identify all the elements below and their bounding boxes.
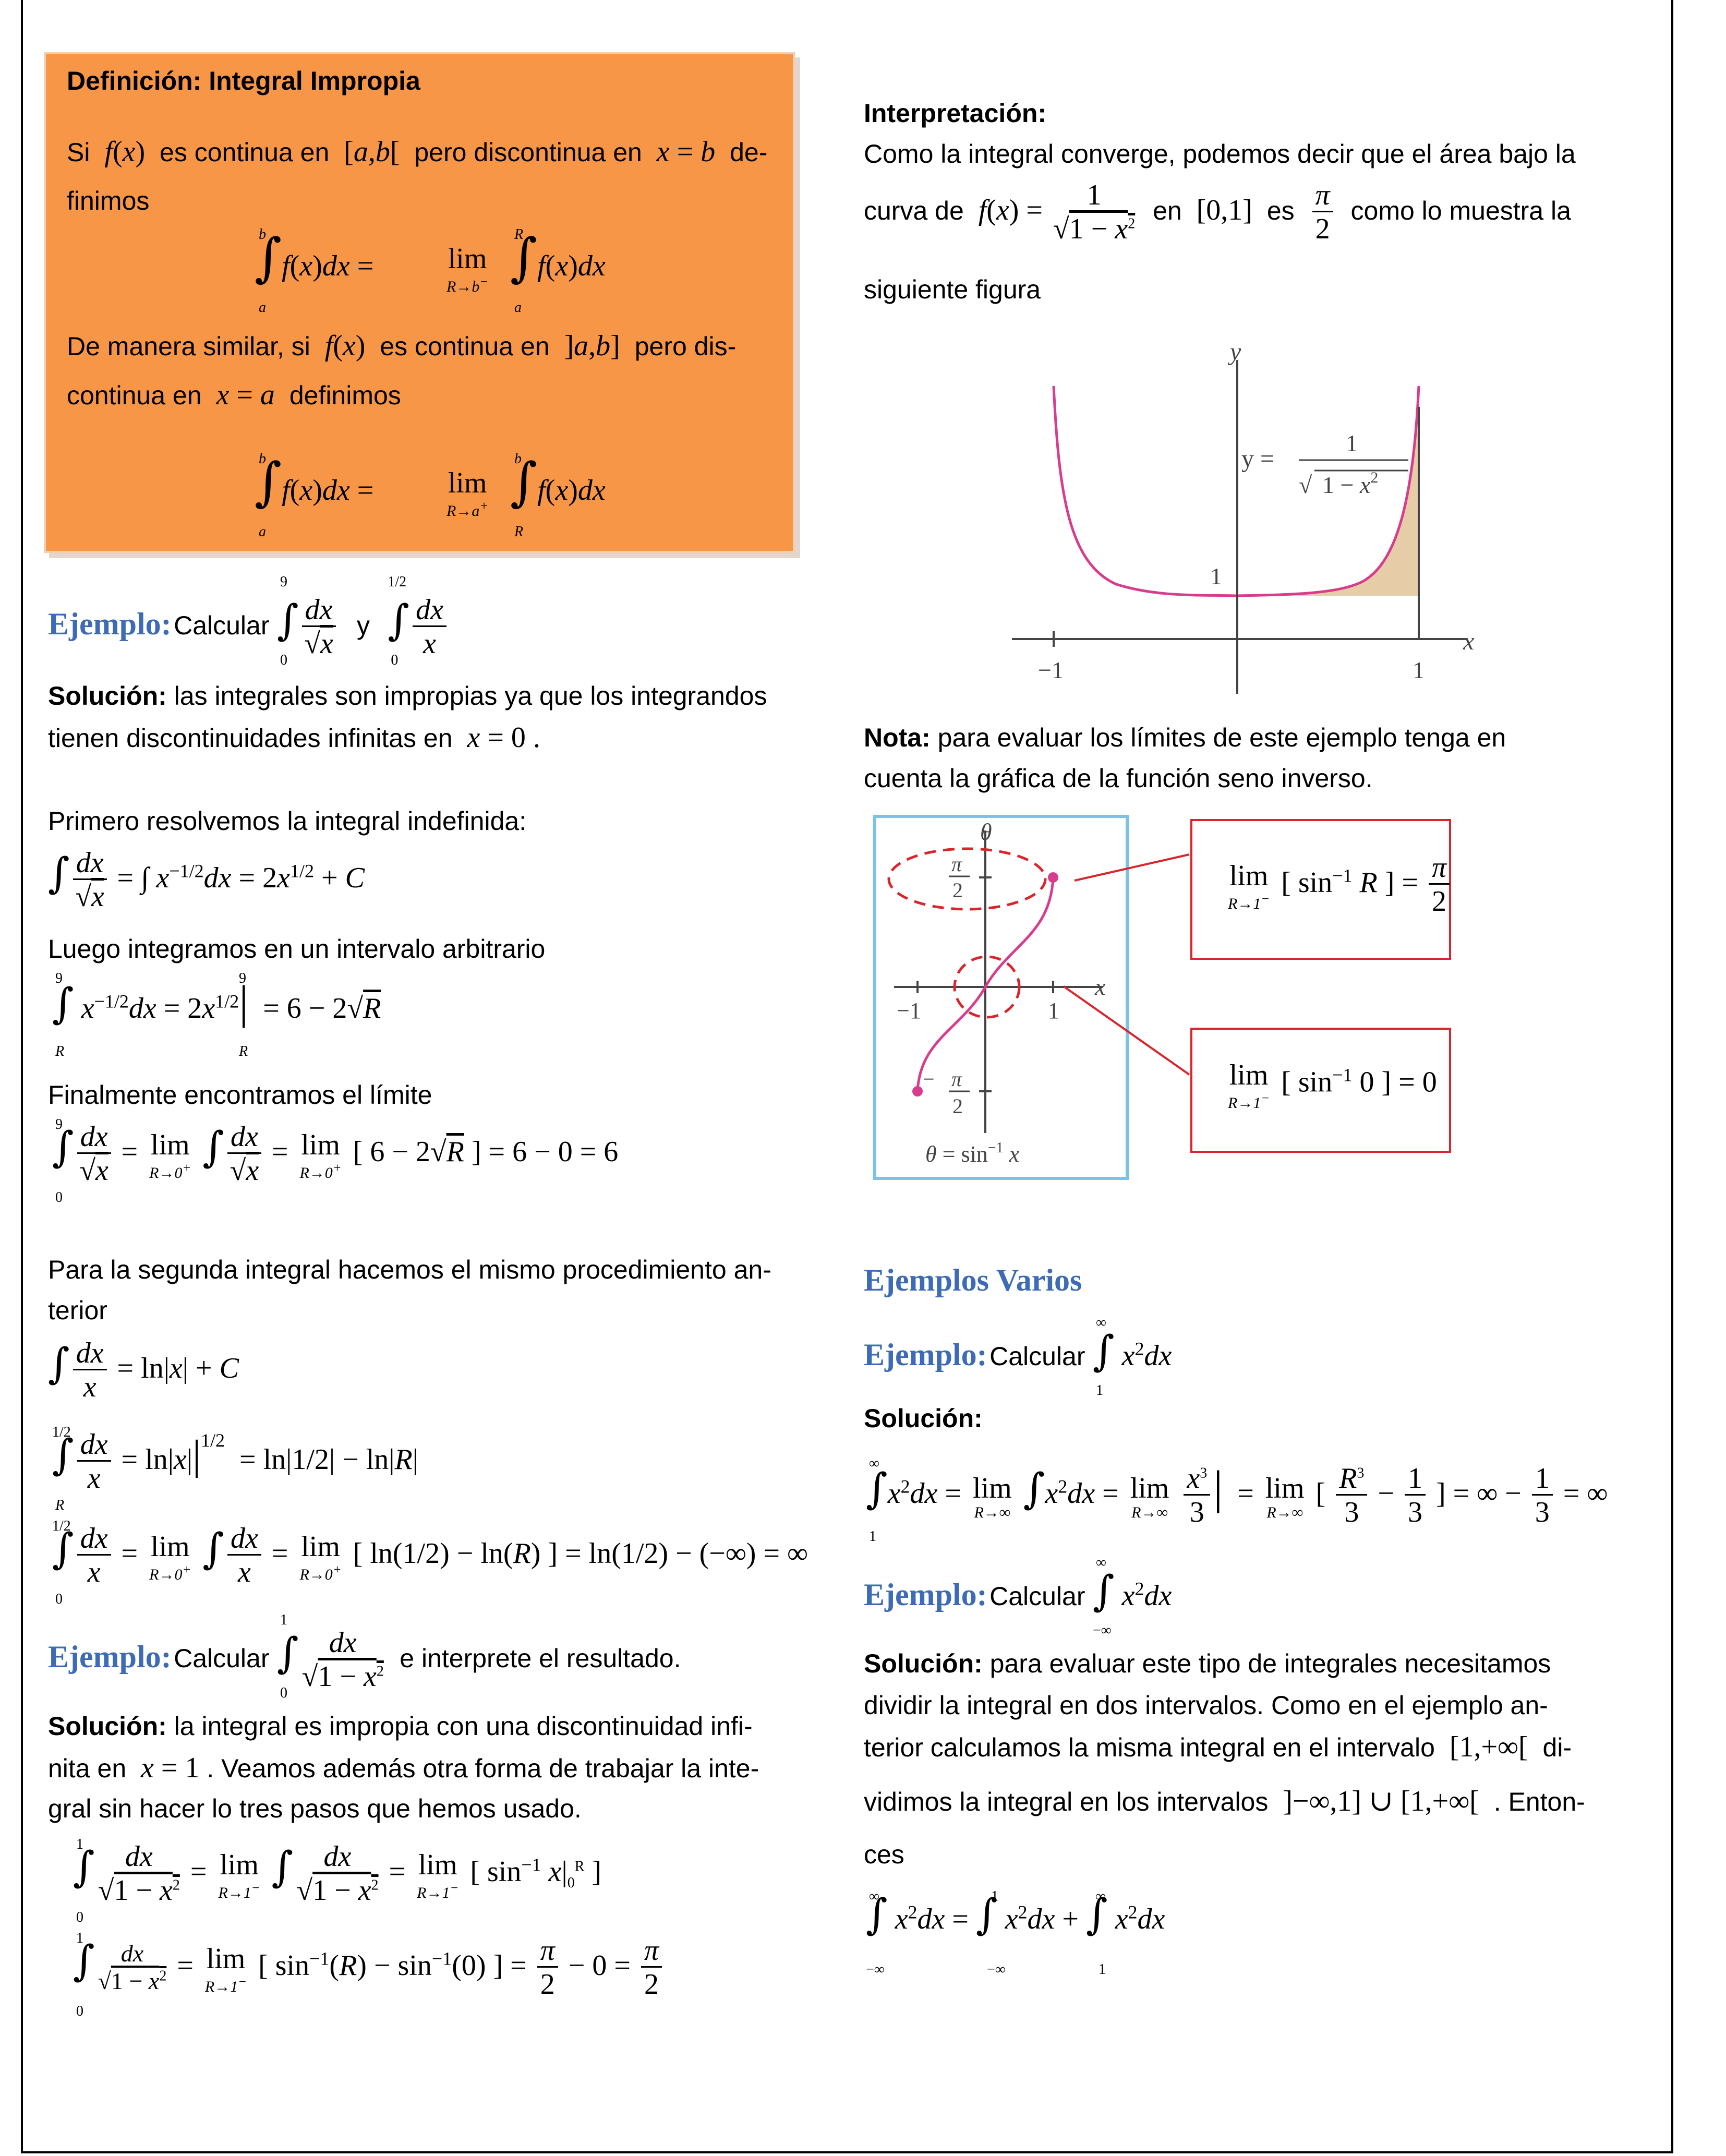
arcsin-x-label: x (1094, 973, 1106, 1000)
example-2-heading: Ejemplo: Calcular 1 ∫dx√1 − x2 0 e inter… (48, 1612, 681, 1701)
graph-tick-pos1: 1 (1413, 657, 1425, 683)
svg-text:π: π (951, 1067, 962, 1091)
graph-tick-neg1: −1 (1038, 657, 1064, 683)
note-line-1: Nota: para evaluar los límites de este e… (864, 723, 1506, 752)
example-1-step-1: Primero resolvemos la integral indefinid… (48, 806, 527, 836)
svg-text:2: 2 (952, 878, 963, 902)
page-frame (21, 0, 1673, 2153)
definition-box: Definición: Integral Impropia Si f(x) es… (44, 52, 795, 553)
definition-formula-2-right: b ∫f(x)dx R (510, 451, 606, 540)
interpretation-title: Interpretación: (864, 99, 1047, 128)
example-4-heading: Ejemplo: Calcular ∞ ∫ x2dx −∞ (864, 1555, 1172, 1639)
interpretation-line-1: Como la integral converge, podemos decir… (864, 139, 1576, 168)
definition-line-3: De manera similar, si f(x) es continua e… (67, 330, 737, 362)
svg-text:π: π (951, 852, 962, 876)
example-1-formula-arbitrary: 9 ∫ x−1/2dx = 2x1/2| = 6 − 2√R R 9 R (52, 970, 381, 1059)
graph-tick-1: 1 (1210, 563, 1222, 589)
graph-y-label: y (1227, 339, 1241, 366)
definition-title: Definición: Integral Impropia (67, 66, 420, 95)
arcsin-caption: θ = sin−1 x (925, 1140, 1020, 1167)
definition-formula-left: b ∫f(x)dx = a (255, 226, 374, 316)
definition-line-2: finimos (67, 186, 150, 215)
definition-line-4: continua en x = a definimos (67, 379, 401, 411)
graph-eq-label: y = (1241, 445, 1274, 473)
example-4-formula: ∞ ∫ x2dx = ∫ x2dx + ∫ x2dx −∞ 1 −∞ ∞ 1 (866, 1888, 1165, 1978)
interpretation-line-3: siguiente figura (864, 275, 1041, 304)
note-line-2: cuenta la gráfica de la función seno inv… (864, 764, 1373, 793)
arcsin-theta-label: θ (980, 818, 992, 845)
arcsin-highlight-top (887, 847, 1047, 911)
connector-lines (1064, 853, 1190, 1076)
example-3-heading: Ejemplo: Calcular ∞ ∫ x2dx 1 (864, 1315, 1172, 1399)
example-4-solution-3: terior calculamos la misma integral en e… (864, 1731, 1572, 1763)
example-1-formula-indefinite: ∫dx√x = ∫ x−1/2dx = 2x1/2 + C (48, 847, 365, 913)
arcsin-curve (916, 877, 1055, 1092)
svg-text:√: √ (1299, 472, 1312, 498)
example-3-solution-label: Solución: (864, 1404, 983, 1433)
svg-text:1 − x2: 1 − x2 (1322, 469, 1378, 498)
example-1-step-3: Finalmente encontramos el límite (48, 1080, 432, 1110)
example-1-solution-2: tienen discontinuidades infinitas en x =… (48, 721, 540, 754)
example-1-second-2: terior (48, 1296, 107, 1325)
graph-arcsin: θ x −1 1 π 2 − π 2 θ = sin−1 x (873, 815, 1129, 1180)
graph-reciprocal-sqrt: y x 1 −1 1 y = 1 √ 1 − x2 (1012, 339, 1474, 694)
example-4-solution-4: vidimos la integral en los intervalos ]−… (864, 1785, 1585, 1817)
definition-line-1: Si f(x) es continua en [a,b[ pero discon… (67, 136, 768, 168)
definition-formula-2-left: b ∫f(x)dx = a (255, 451, 374, 540)
example-4-solution-5: ces (864, 1840, 904, 1869)
svg-text:2: 2 (952, 1094, 963, 1118)
example-2-solution-1: Solución: la integral es impropia con un… (48, 1712, 753, 1741)
graph-x-label: x (1463, 628, 1474, 655)
example-1-step-2: Luego integramos en un intervalo arbitra… (48, 934, 546, 963)
various-title: Ejemplos Varios (864, 1263, 1082, 1297)
graph-shaded-area (1237, 407, 1419, 596)
arcsin-endpoint-high (1048, 872, 1058, 883)
example-4-solution-2: dividir la integral en dos intervalos. C… (864, 1691, 1548, 1720)
svg-text:1: 1 (1346, 430, 1358, 456)
example-2-solution-3: gral sin hacer lo tres pasos que hemos u… (48, 1794, 582, 1823)
svg-text:−: − (923, 1067, 935, 1091)
example-1-solution-1: Solución: las integrales son impropias y… (48, 681, 767, 710)
definition-formula-right: R ∫f(x)dx a (510, 226, 606, 316)
example-2-solution-2: nita en x = 1 . Veamos además otra forma… (48, 1752, 759, 1784)
arcsin-highlight-origin (953, 955, 1021, 1019)
arcsin-tick-pos1: 1 (1048, 998, 1059, 1023)
example-1-second-1: Para la segunda integral hacemos el mism… (48, 1255, 771, 1284)
arcsin-endpoint-low (912, 1086, 923, 1097)
arcsin-tick-neg1: −1 (897, 998, 921, 1023)
example-4-solution-1: Solución: para evaluar este tipo de inte… (864, 1649, 1551, 1678)
